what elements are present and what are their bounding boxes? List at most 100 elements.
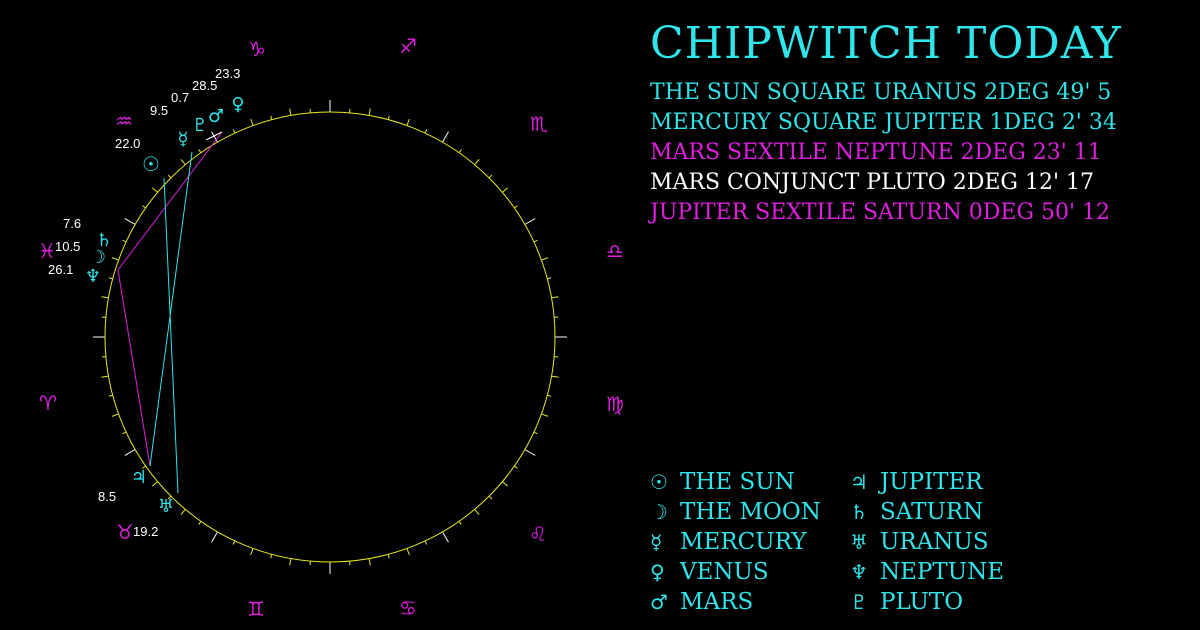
- wheel-circle: [104, 111, 556, 563]
- wheel-tick: [502, 187, 509, 193]
- wheel-tick: [111, 413, 119, 417]
- wheel-tick: [547, 277, 552, 280]
- jupiter-icon: ♃: [131, 467, 147, 488]
- wheel-tick: [368, 558, 371, 566]
- wheel-tick: [198, 521, 202, 525]
- wheel-tick: [250, 548, 254, 556]
- legend-item: ♅ URANUS: [850, 527, 1004, 557]
- aspect-line: [205, 131, 223, 141]
- aspect-line: [117, 131, 223, 271]
- wheel-tick: [442, 531, 449, 543]
- wheel-tick: [406, 548, 410, 556]
- wheel-tick: [122, 239, 127, 243]
- legend-label: THE SUN: [680, 469, 795, 495]
- legend-item: ♇PLUTO: [850, 587, 1004, 617]
- mercury-icon: ☿: [650, 530, 663, 554]
- wheel-tick: [488, 495, 493, 500]
- wheel-tick: [533, 431, 538, 435]
- legend-item: ☽THE MOON: [650, 497, 821, 527]
- wheel-tick: [198, 149, 202, 153]
- neptune-icon: ♆: [85, 266, 101, 287]
- jupiter-degree: 8.5: [98, 489, 116, 504]
- legend-item: ♆ NEPTUNE: [850, 557, 1004, 587]
- wheel-tick: [424, 540, 428, 545]
- legend-item: ☿MERCURY: [650, 527, 821, 557]
- wheel-tick: [167, 174, 172, 179]
- wheel-tick: [551, 375, 559, 378]
- legend-item: ☉ THE SUN: [650, 467, 821, 497]
- wheel-tick: [101, 296, 109, 299]
- wheel-tick: [368, 108, 371, 116]
- aspect-lines: [117, 131, 223, 494]
- venus-icon: ♀: [650, 560, 665, 584]
- scorpio-icon: ♏: [530, 112, 548, 136]
- legend-label: NEPTUNE: [880, 559, 1005, 585]
- wheel-tick: [101, 375, 109, 378]
- neptune-degree: 26.1: [48, 262, 73, 277]
- sun-icon: ☉: [142, 152, 160, 176]
- legend-label: JUPITER: [880, 469, 983, 495]
- mercury-icon: ☿: [177, 129, 188, 150]
- moon-icon: ☽: [90, 247, 106, 268]
- wheel-tick: [270, 554, 273, 559]
- wheel-tick: [211, 531, 218, 543]
- aquarius-icon: ♒: [115, 109, 133, 133]
- wheel-tick: [547, 394, 552, 397]
- venus-icon: ♀: [231, 94, 244, 115]
- wheel-tick: [108, 394, 113, 397]
- aspect-item: THE SUN SQUARE URANUS 2DEG 49' 5: [650, 80, 1112, 105]
- wheel-tick: [289, 108, 292, 116]
- aspect-line: [163, 177, 179, 494]
- legend-column: ☉THE SUN ☽THE MOON ☿MERCURY ♀VENUS ♂MARS: [650, 467, 821, 617]
- saturn-degree: 7.6: [63, 216, 81, 231]
- wheel-tick: [533, 239, 538, 243]
- legend-column: ♃JUPITER ♄SATURN ♅ URANUS ♆ NEPTUNE ♇PLUTO: [850, 467, 1004, 617]
- legend-label: PLUTO: [880, 589, 964, 615]
- pluto-degree: 0.7: [171, 90, 189, 105]
- legend-item: ♃JUPITER: [850, 467, 1004, 497]
- sun-degree: 22.0: [115, 136, 140, 151]
- cancer-icon: ♋: [399, 596, 417, 620]
- wheel-tick: [424, 129, 428, 134]
- saturn-icon: ♄: [850, 500, 868, 524]
- wheel-tick: [211, 131, 218, 143]
- venus-degree: 23.3: [215, 66, 240, 81]
- wheel-tick: [250, 118, 254, 126]
- neptune-icon: ♆: [850, 560, 868, 584]
- uranus-icon: ♅: [850, 530, 868, 554]
- aspect-item: MARS CONJUNCT PLUTO 2DEG 12' 17: [650, 170, 1095, 195]
- wheel-ticks: [93, 100, 567, 574]
- wheel-tick: [551, 296, 559, 299]
- wheel-tick: [514, 465, 518, 469]
- aspect-list: THE SUN SQUARE URANUS 2DEG 49' 5 MERCURY…: [650, 78, 1117, 228]
- legend-label: URANUS: [880, 529, 989, 555]
- virgo-icon: ♍: [606, 392, 624, 416]
- mars-icon: ♂: [650, 590, 668, 614]
- sun-icon: ☉: [650, 470, 668, 494]
- wheel-tick: [458, 521, 462, 525]
- wheel-tick: [232, 129, 236, 134]
- legend-item: ♄SATURN: [850, 497, 1004, 527]
- mars-degree: 28.5: [192, 78, 217, 93]
- aspect-item: JUPITER SEXTILE SATURN 0DEG 50' 12: [650, 200, 1111, 225]
- wheel-tick: [387, 115, 390, 120]
- libra-icon: ♎: [606, 239, 624, 263]
- wheel-tick: [167, 495, 172, 500]
- wheel-tick: [232, 540, 236, 545]
- astrology-wheel: ♑ ♐ ♏ ♎ ♍ ♌ ♋ ♊ ♉ ♈ ♓ ♒ ☉ ☿ ♇ ♂ ♀ ♄ ☽ ♆ …: [38, 34, 624, 621]
- wheel-tick: [524, 449, 536, 456]
- wheel-tick: [514, 205, 518, 209]
- taurus-icon: ♉: [116, 520, 134, 544]
- wheel-tick: [488, 174, 493, 179]
- legend-label: MARS: [680, 589, 754, 615]
- pisces-icon: ♓: [38, 239, 56, 263]
- aspect-line: [117, 269, 151, 467]
- moon-degree: 10.5: [55, 239, 80, 254]
- wheel-tick: [406, 118, 410, 126]
- wheel-tick: [541, 413, 549, 417]
- wheel-tick: [151, 187, 158, 193]
- legend-label: THE MOON: [680, 499, 821, 525]
- wheel-tick: [142, 205, 146, 209]
- wheel-tick: [122, 431, 127, 435]
- page-title: CHIPWITCH TODAY: [650, 18, 1122, 69]
